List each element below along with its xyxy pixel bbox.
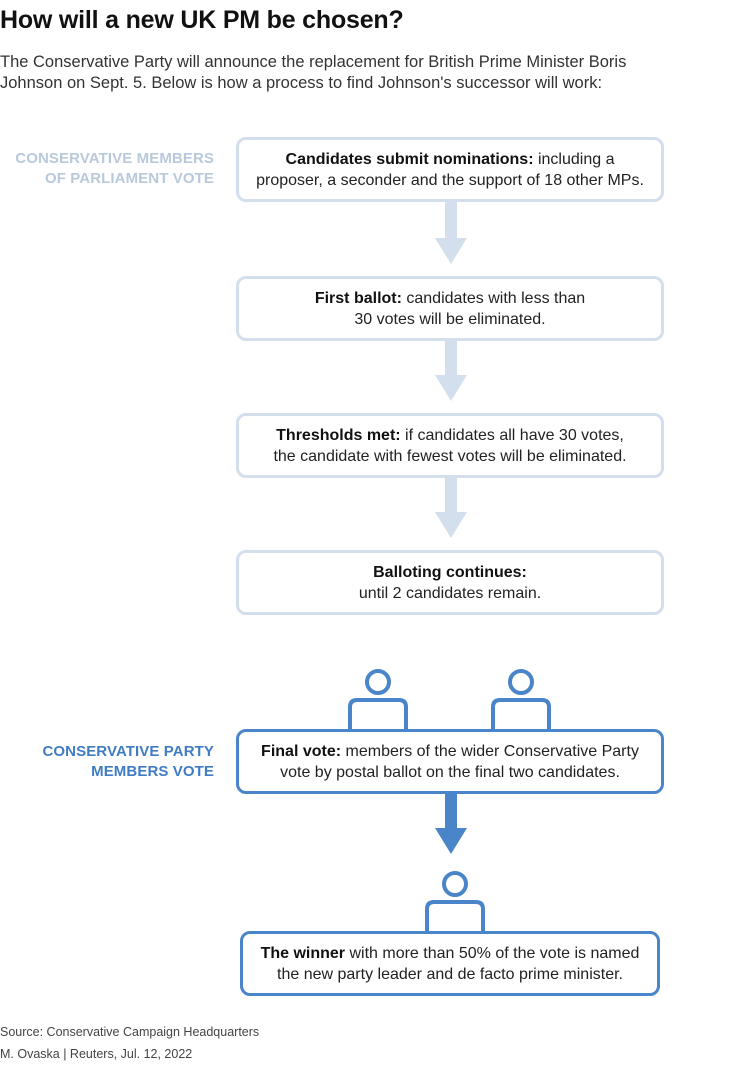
step-line: 30 votes will be eliminated. xyxy=(354,310,546,328)
step-line: The winner with more than 50% of the vot… xyxy=(261,943,640,964)
step-text: if candidates all have 30 votes, xyxy=(400,426,624,444)
step-box-nominations: Candidates submit nominations: including… xyxy=(236,137,664,202)
step-bold: First ballot: xyxy=(314,289,402,307)
section-label-mps-line-2: OF PARLIAMENT VOTE xyxy=(44,170,214,187)
step-line: proposer, a seconder and the support of … xyxy=(256,171,644,189)
section-label-members-line-2: MEMBERS VOTE xyxy=(91,763,214,780)
step-text: members of the wider Conservative Party xyxy=(341,742,639,760)
page-title: How will a new UK PM be chosen? xyxy=(0,6,404,34)
person-icon xyxy=(491,669,551,729)
credit-note: M. Ovaska | Reuters, Jul. 12, 2022 xyxy=(0,1047,193,1061)
section-label-mps-line-1: CONSERVATIVE MEMBERS xyxy=(15,150,214,167)
step-line: the new party leader and de facto prime … xyxy=(277,965,623,983)
step-bold: Candidates submit nominations: xyxy=(285,150,534,168)
step-bold: Balloting continues: xyxy=(373,563,527,581)
step-line: Thresholds met: if candidates all have 3… xyxy=(276,425,624,446)
step-box-winner: The winner with more than 50% of the vot… xyxy=(240,931,660,996)
page-subtitle: The Conservative Party will announce the… xyxy=(0,52,640,94)
step-line: vote by postal ballot on the final two c… xyxy=(280,763,620,781)
step-text: including a xyxy=(533,150,615,168)
step-line: until 2 candidates remain. xyxy=(358,584,542,602)
step-box-thresholds: Thresholds met: if candidates all have 3… xyxy=(236,413,664,478)
step-line: Candidates submit nominations: including… xyxy=(286,149,615,170)
step-text: candidates with less than xyxy=(401,289,586,307)
arrow-down-icon xyxy=(435,478,467,538)
section-label-members-line-1: CONSERVATIVE PARTY xyxy=(42,743,214,760)
person-icon xyxy=(425,871,485,931)
step-line: Final vote: members of the wider Conserv… xyxy=(261,741,639,762)
section-label-mps: CONSERVATIVE MEMBERS OF PARLIAMENT VOTE xyxy=(15,149,214,189)
source-note: Source: Conservative Campaign Headquarte… xyxy=(0,1025,260,1039)
step-bold: The winner xyxy=(260,944,346,962)
step-line: the candidate with fewest votes will be … xyxy=(273,447,627,465)
section-label-members: CONSERVATIVE PARTY MEMBERS VOTE xyxy=(42,742,214,782)
step-text: with more than 50% of the vote is named xyxy=(345,944,640,962)
step-box-first-ballot: First ballot: candidates with less than … xyxy=(236,276,664,341)
person-icon xyxy=(348,669,408,729)
step-line: Balloting continues: xyxy=(373,562,527,583)
subtitle-line-1: The Conservative Party will announce the… xyxy=(0,53,627,71)
arrow-down-icon xyxy=(435,202,467,264)
step-line: First ballot: candidates with less than xyxy=(315,288,585,309)
step-box-balloting: Balloting continues: until 2 candidates … xyxy=(236,550,664,615)
step-bold: Final vote: xyxy=(261,742,342,760)
arrow-down-icon xyxy=(435,794,467,854)
arrow-down-icon xyxy=(435,341,467,401)
step-box-final-vote: Final vote: members of the wider Conserv… xyxy=(236,729,664,794)
subtitle-line-2: Johnson on Sept. 5. Below is how a proce… xyxy=(0,74,603,92)
step-bold: Thresholds met: xyxy=(276,426,401,444)
